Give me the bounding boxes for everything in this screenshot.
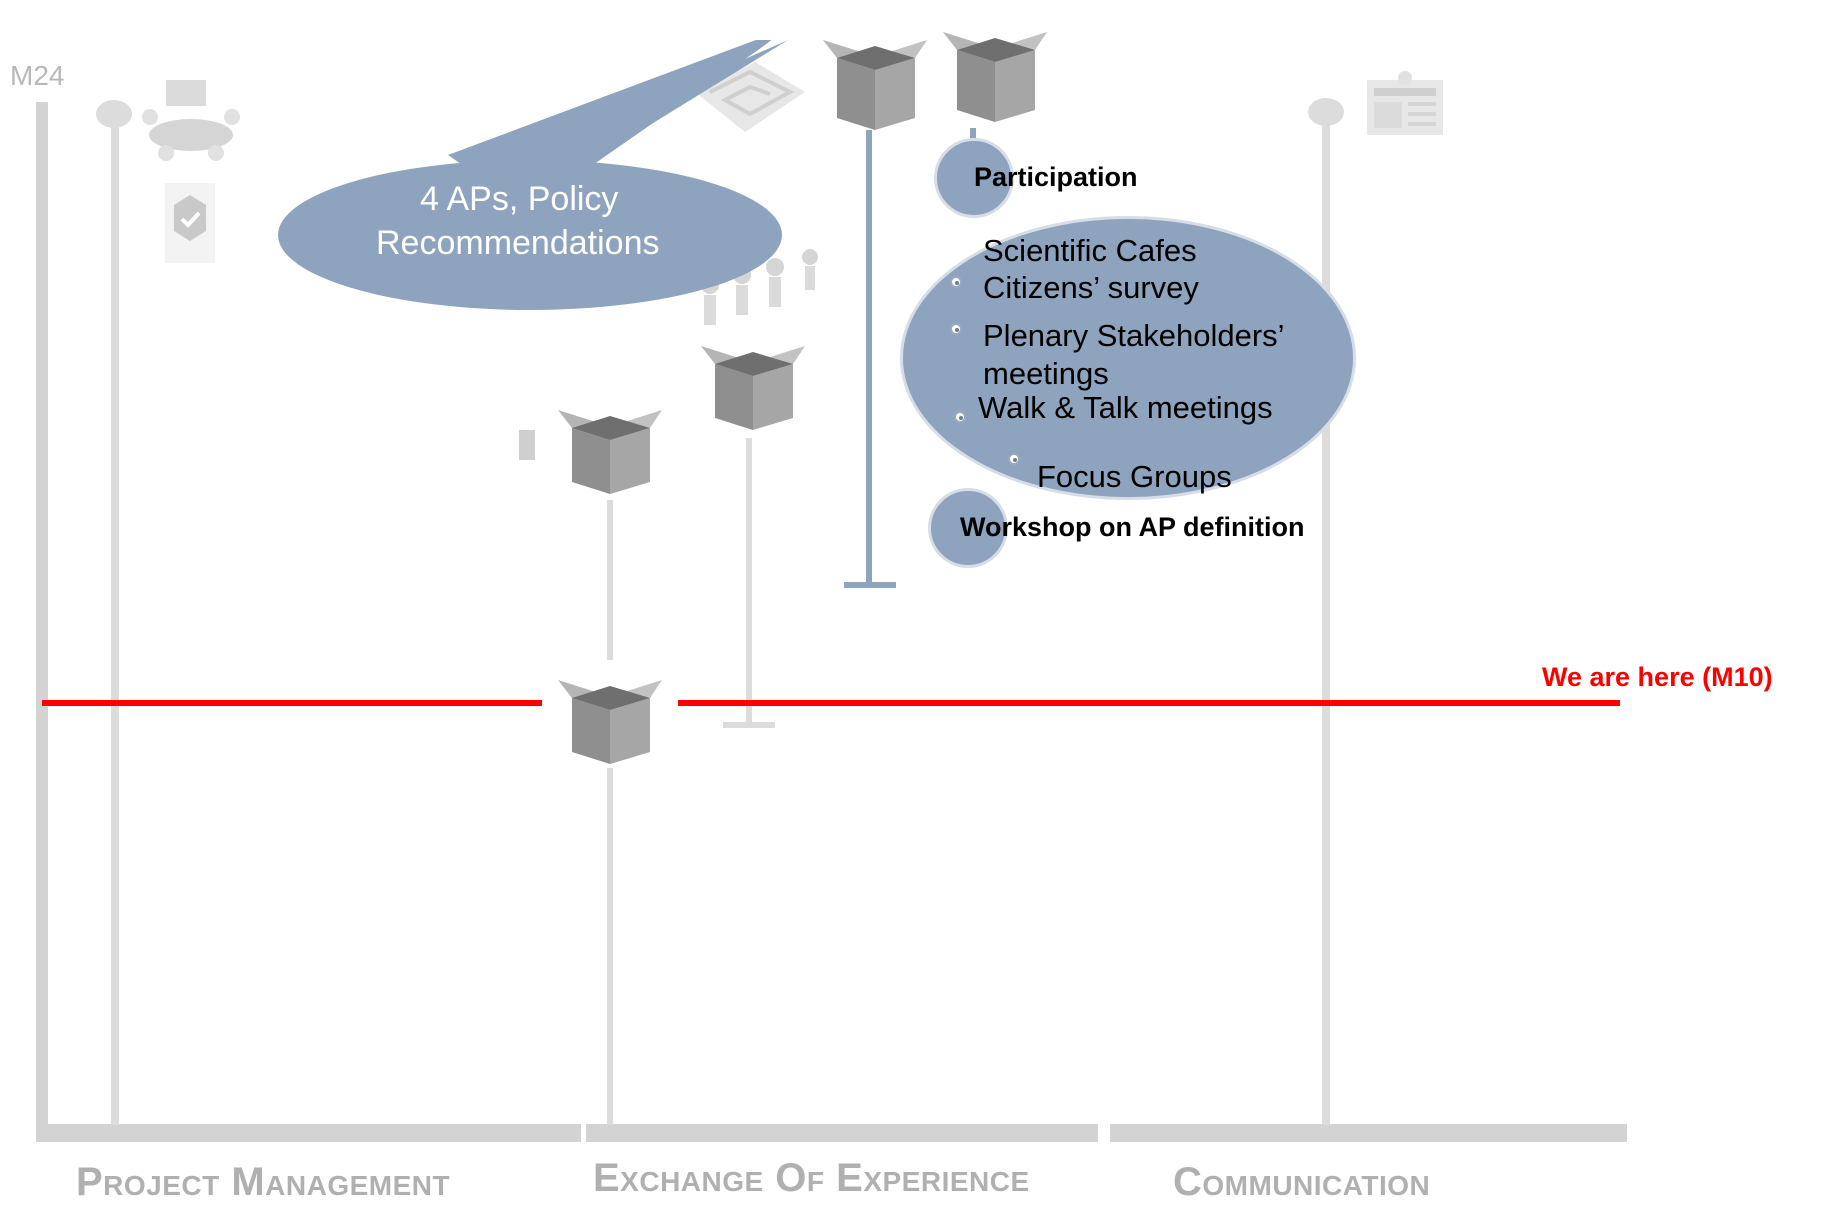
deliverable-box-icon [935,10,1053,132]
activity-item: Citizens’ survey [983,270,1199,305]
deliverable-box-icon [543,390,675,498]
participation-stem-cap [844,582,896,588]
category-label-exchange: Exchange Of Experience [593,1156,1030,1200]
badge-icon [165,183,215,263]
workshop-node [928,488,1008,568]
participation-label: Participation [974,162,1138,192]
exchange-stem-1 [607,500,613,1125]
activity-item: Scientific Cafes [983,233,1197,268]
callout-bubble [278,40,788,310]
exchange-stem-2 [746,438,752,728]
workshop-label: Workshop on AP definition [960,512,1305,542]
deliverable-box-icon [686,326,818,434]
bullet-icon [954,411,966,423]
pm-stem [111,115,119,1125]
category-bar-communication [1110,1124,1627,1142]
activities-bubble [900,216,1356,500]
category-bar-exchange [586,1124,1098,1142]
newspaper-icon [1367,71,1443,135]
activity-item: Focus Groups [1037,459,1232,494]
participation-node [934,138,1014,218]
pm-stem-head [96,100,132,128]
bullet-icon [1008,453,1020,465]
current-position-line-right [678,700,1620,706]
meeting-table-icon [142,80,240,161]
participation-stem [866,130,872,585]
exchange-stem-2-cap [723,722,775,728]
callout-text-line1: 4 APs, Policy [420,180,619,218]
activity-item: Plenary Stakeholders’ [983,318,1285,353]
small-device-icon [519,430,535,460]
activity-item: meetings [983,356,1109,391]
category-label-communication: Communication [1173,1160,1431,1204]
bullet-icon [950,276,962,288]
bullet-icon [950,323,962,335]
current-position-line-left [42,700,542,706]
current-position-label: We are here (M10) [1542,662,1773,692]
category-label-project-management: Project Management [76,1160,451,1204]
communication-stem [1322,115,1330,1125]
category-bar-project-management [36,1124,581,1142]
deliverable-box-icon [815,18,933,140]
timeline-axis [36,102,48,1140]
top-marker-label: M24 [10,60,65,91]
callout-text-line2: Recommendations [376,224,660,262]
communication-stem-head [1308,98,1344,126]
activity-item: Walk & Talk meetings [978,390,1273,425]
current-deliverable-box-icon [543,660,675,768]
